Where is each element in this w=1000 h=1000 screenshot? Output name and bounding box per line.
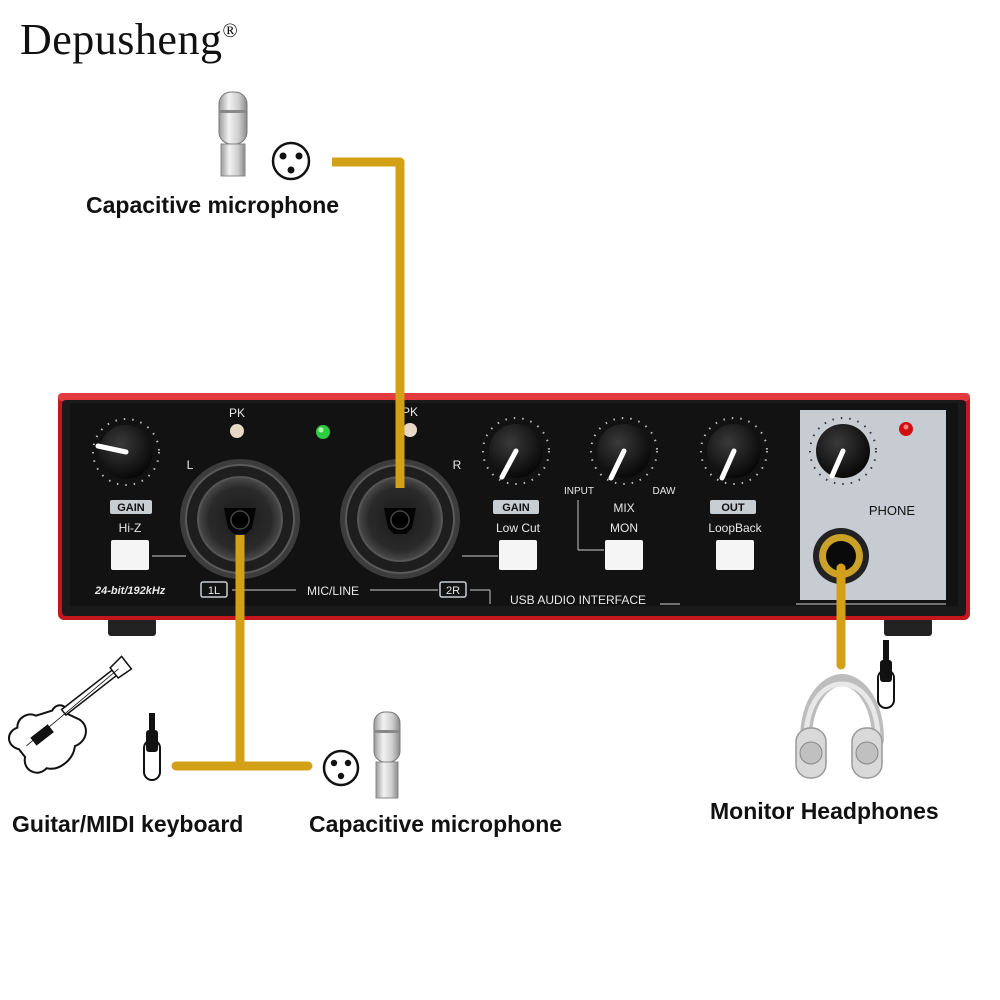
mon-button[interactable] [605, 540, 643, 570]
jack-plug-icon [877, 640, 895, 709]
gain-knob-right[interactable] [482, 417, 550, 485]
loopback-button[interactable] [716, 540, 754, 570]
pk-led-left [230, 424, 244, 438]
phone-knob[interactable] [809, 417, 877, 485]
hiz-label: Hi-Z [119, 521, 142, 535]
caption-guitar: Guitar/MIDI keyboard [12, 811, 244, 837]
low-cut-label: Low Cut [496, 521, 541, 535]
gain-knob-left[interactable] [92, 418, 160, 486]
headphone-jack[interactable] [813, 528, 869, 584]
registered-mark: ® [222, 20, 239, 42]
channel-r-label: R [453, 458, 462, 472]
headphones-icon [795, 673, 884, 779]
out-knob[interactable] [700, 417, 768, 485]
mix-input-label: INPUT [564, 486, 594, 497]
phone-label: PHONE [869, 503, 916, 518]
pk-label-right: PK [402, 405, 418, 419]
mon-label: MON [610, 521, 638, 535]
in1-label: 1L [208, 585, 220, 597]
low-cut-button[interactable] [499, 540, 537, 570]
brand-name: Depusheng [20, 15, 223, 64]
gain-left-label: GAIN [117, 502, 145, 514]
spec-label: 24-bit/192kHz [94, 585, 166, 597]
microphone-icon [218, 91, 248, 177]
caption-mic-bottom: Capacitive microphone [309, 811, 563, 837]
combo-jack-1[interactable] [180, 459, 300, 579]
pk-led-right [403, 423, 417, 437]
caption-headphones: Monitor Headphones [710, 798, 939, 824]
microphone-icon [373, 711, 401, 799]
gain-right-label: GAIN [502, 502, 530, 514]
combo-jack-2[interactable] [340, 459, 460, 579]
mix-daw-label: DAW [653, 486, 677, 497]
in2-box [439, 581, 467, 598]
cable-mic-top [332, 157, 405, 488]
pk-label-left: PK [229, 406, 245, 420]
audio-interface: PK PK L R GAIN GAIN OUT Hi-Z Low Cut MIX… [58, 393, 970, 636]
gain-left-box [110, 500, 152, 514]
power-led [316, 425, 330, 439]
usb-label: USB AUDIO INTERFACE [510, 593, 646, 607]
mix-knob[interactable] [590, 417, 658, 485]
channel-l-label: L [187, 458, 194, 472]
jack-plug-icon [143, 713, 161, 781]
mix-label: MIX [613, 501, 634, 515]
xlr-icon [322, 749, 360, 787]
loopback-label: LoopBack [708, 521, 762, 535]
in1-box [200, 581, 228, 598]
out-label: OUT [721, 502, 745, 514]
guitar-icon [8, 655, 133, 774]
xlr-icon [271, 141, 311, 181]
hiz-button[interactable] [111, 540, 149, 570]
in2-label: 2R [446, 585, 460, 597]
caption-mic-top: Capacitive microphone [86, 192, 340, 218]
out-box [710, 500, 756, 514]
brand-logo: Depusheng® [20, 14, 238, 65]
mic-line-label: MIC/LINE [307, 584, 359, 598]
gain-right-box [493, 500, 539, 514]
cable-input-bottom [171, 535, 313, 771]
